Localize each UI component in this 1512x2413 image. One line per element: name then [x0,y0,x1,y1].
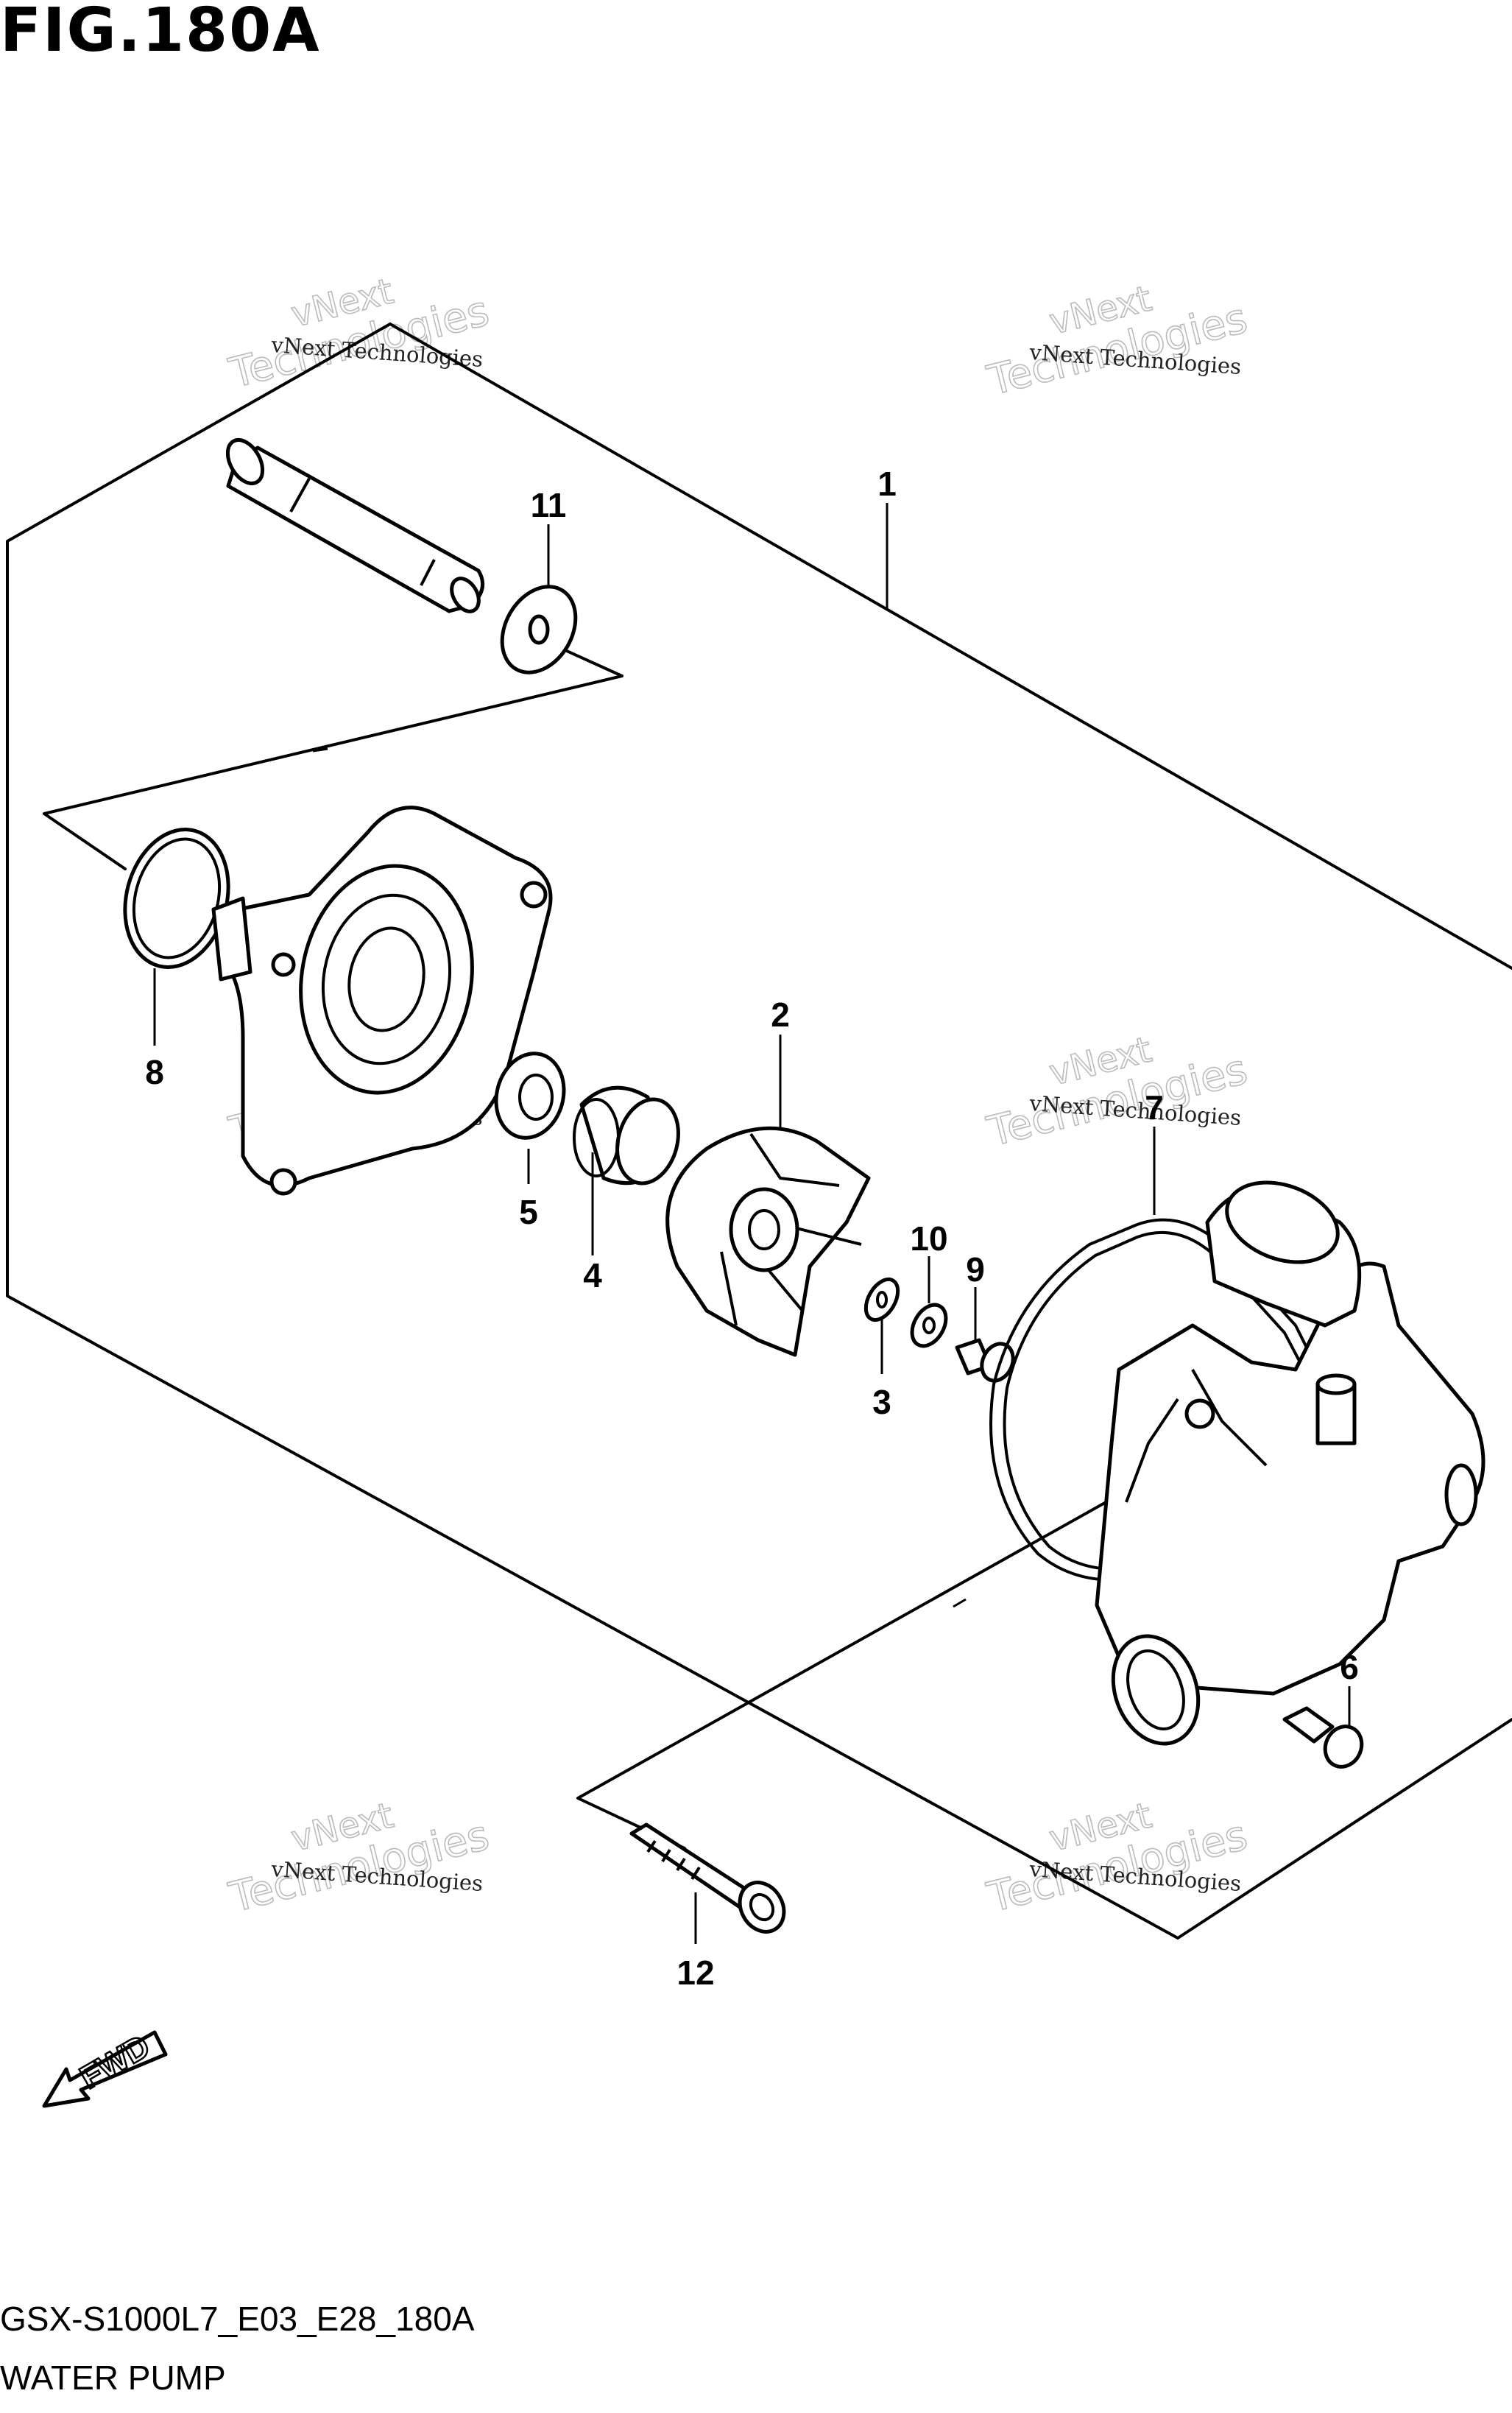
callout-1: 1 [877,465,897,503]
callout-12: 12 [676,1954,714,1992]
watermark-top-right: Technologies vNext [982,278,1252,406]
callouts: 1 2 3 4 5 6 7 8 9 10 11 12 [145,465,1359,1992]
diagram-code: GSX-S1000L7_E03_E28_180A [0,2300,475,2338]
pump-shaft [225,438,485,613]
bolt-12 [629,1822,786,1934]
nut-10 [910,1303,948,1348]
callout-6: 6 [1340,1648,1359,1686]
callout-7: 7 [1145,1088,1164,1127]
pump-cover [1095,1180,1485,1746]
break-mark [953,1598,967,1608]
callout-11: 11 [531,486,567,524]
fwd-arrow-icon: FWD [42,2027,168,2108]
impeller-2 [665,1126,871,1357]
subassembly-bracket [43,643,1246,1850]
callout-4: 4 [583,1256,602,1294]
watermark-bottom-left: Technologies vNext [224,1794,494,1923]
bolt-6 [1282,1706,1364,1769]
leader-lines [153,503,1351,1944]
watermark-mid-right: Technologies vNext [982,1029,1252,1157]
washer-11 [500,585,578,674]
callout-9: 9 [966,1250,985,1289]
callout-8: 8 [145,1053,164,1091]
assembly-frame [6,323,1512,1940]
callout-3: 3 [872,1383,891,1421]
callout-10: 10 [910,1219,947,1258]
break-mark [312,747,328,753]
callout-5: 5 [519,1193,538,1231]
mech-seal-4 [573,1085,680,1186]
diagram-caption: WATER PUMP [0,2359,226,2397]
seal-5 [494,1051,566,1140]
figure-title: FIG.180A [0,0,321,66]
callout-2: 2 [771,996,790,1034]
pump-case [211,806,553,1196]
fwd-label: FWD [74,2028,156,2096]
watermark-top-left: Technologies vNext [224,270,494,398]
washer-3 [863,1278,900,1322]
